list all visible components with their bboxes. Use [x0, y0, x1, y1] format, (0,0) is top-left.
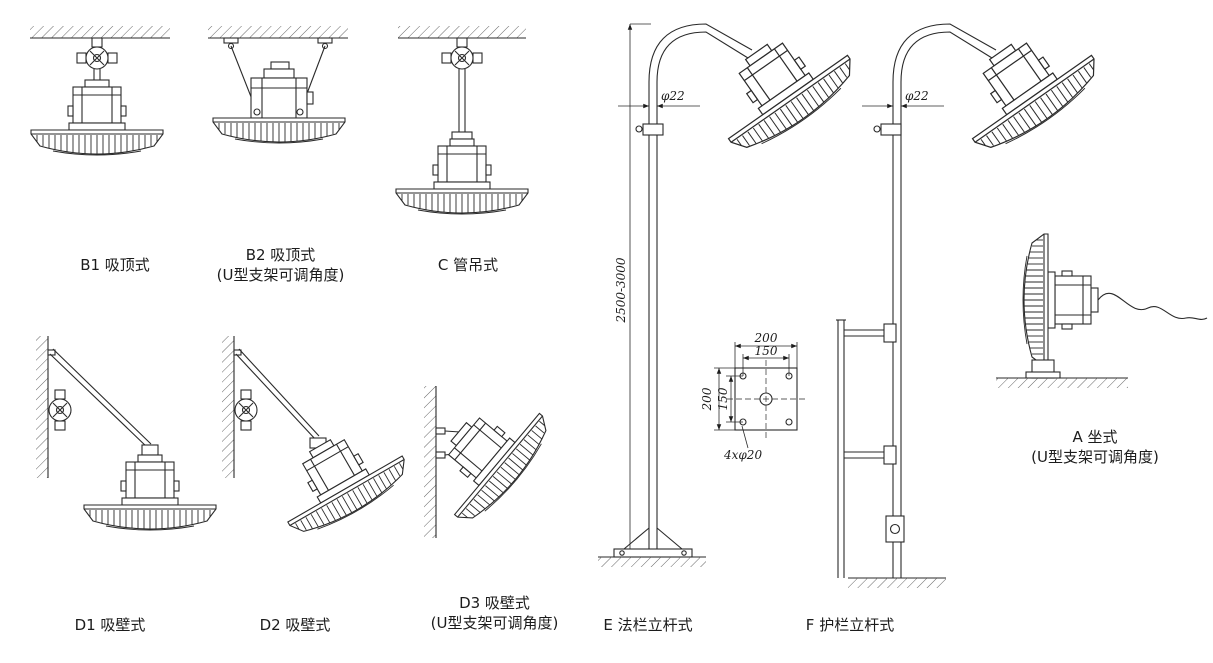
caption-f: F 护栏立杆式 [805, 616, 895, 634]
caption-a-name: A 坐式 [1072, 428, 1118, 446]
u-bracket-arm [444, 430, 461, 433]
caption-d3-name: D3 吸壁式 [459, 594, 530, 612]
pole-clamp [885, 515, 905, 543]
junction-box-icon [441, 46, 483, 70]
ground-hatch [598, 557, 706, 567]
lamp-fixture [84, 455, 216, 530]
caption-b2-name: B2 吸顶式 [245, 246, 316, 264]
caption-e: E 法栏立杆式 [603, 616, 693, 634]
dim-label-pole-diameter-f: φ22 [905, 89, 929, 103]
wall-arm [235, 353, 317, 441]
figure-b2-ceiling-u-bracket [208, 26, 348, 144]
pole [648, 23, 753, 549]
figure-a-seated [996, 234, 1208, 388]
ceiling-hatch [398, 26, 526, 38]
dim-label-base-outer-height: 200 [700, 387, 714, 411]
junction-box-icon [234, 389, 258, 431]
dim-label-base-hole-width: 150 [755, 344, 778, 358]
ceiling-hatch [208, 26, 348, 38]
ceiling-hatch [30, 26, 170, 38]
lamp-fixture [31, 80, 163, 155]
dim-label-pole-diameter-e: φ22 [661, 89, 685, 103]
figure-d3-wall-u-bracket [416, 381, 558, 538]
caption-c: C 管吊式 [437, 256, 499, 274]
junction-box-icon [48, 389, 72, 431]
lamp-fixture [396, 139, 528, 214]
caption-b2-note: (U型支架可调角度) [216, 266, 345, 284]
caption-d3: D3 吸壁式 (U型支架可调角度) [392, 593, 597, 633]
dim-label-pole-height: 2500-3000 [614, 257, 628, 323]
caption-d1: D1 吸壁式 [74, 616, 146, 634]
figure-f-guardrail-pole: φ22 [836, 10, 1107, 588]
lamp-fixture [263, 413, 415, 544]
figure-d1-wall-mount [36, 336, 216, 530]
caption-d3-note: (U型支架可调角度) [430, 614, 559, 632]
figure-b1-ceiling-mount [30, 26, 170, 155]
figure-e-flange-pole: φ22 2500-3000 [598, 10, 863, 567]
caption-b1: B1 吸顶式 [80, 256, 150, 274]
junction-box-icon [76, 46, 118, 70]
wall-hatch [424, 386, 436, 538]
figure-c-pipe-pendant [396, 26, 528, 214]
dim-label-base-outer-width: 200 [754, 331, 778, 345]
ground-hatch [996, 378, 1128, 388]
pole [892, 23, 997, 578]
wall-hatch [222, 336, 234, 478]
lamp-fixture [1023, 234, 1098, 366]
ground-hatch [848, 578, 946, 588]
caption-a-note: (U型支架可调角度) [1031, 448, 1159, 466]
wall-hatch [36, 336, 48, 478]
base-plate [613, 548, 693, 558]
base-plate-detail: 200 150 200 150 4xφ20 [700, 331, 805, 462]
caption-b2: B2 吸顶式 (U型支架可调角度) [178, 245, 383, 285]
caption-d2: D2 吸壁式 [259, 616, 331, 634]
lamp-fixture [212, 117, 346, 144]
caption-a: A 坐式 (U型支架可调角度) [1000, 427, 1190, 467]
wall-arm [49, 353, 149, 449]
dim-label-base-holes: 4xφ20 [723, 448, 762, 462]
figure-d2-wall-mount [222, 336, 415, 544]
power-cable [1097, 292, 1208, 320]
guardrail [836, 319, 897, 578]
dim-label-base-hole-height: 150 [716, 387, 730, 410]
